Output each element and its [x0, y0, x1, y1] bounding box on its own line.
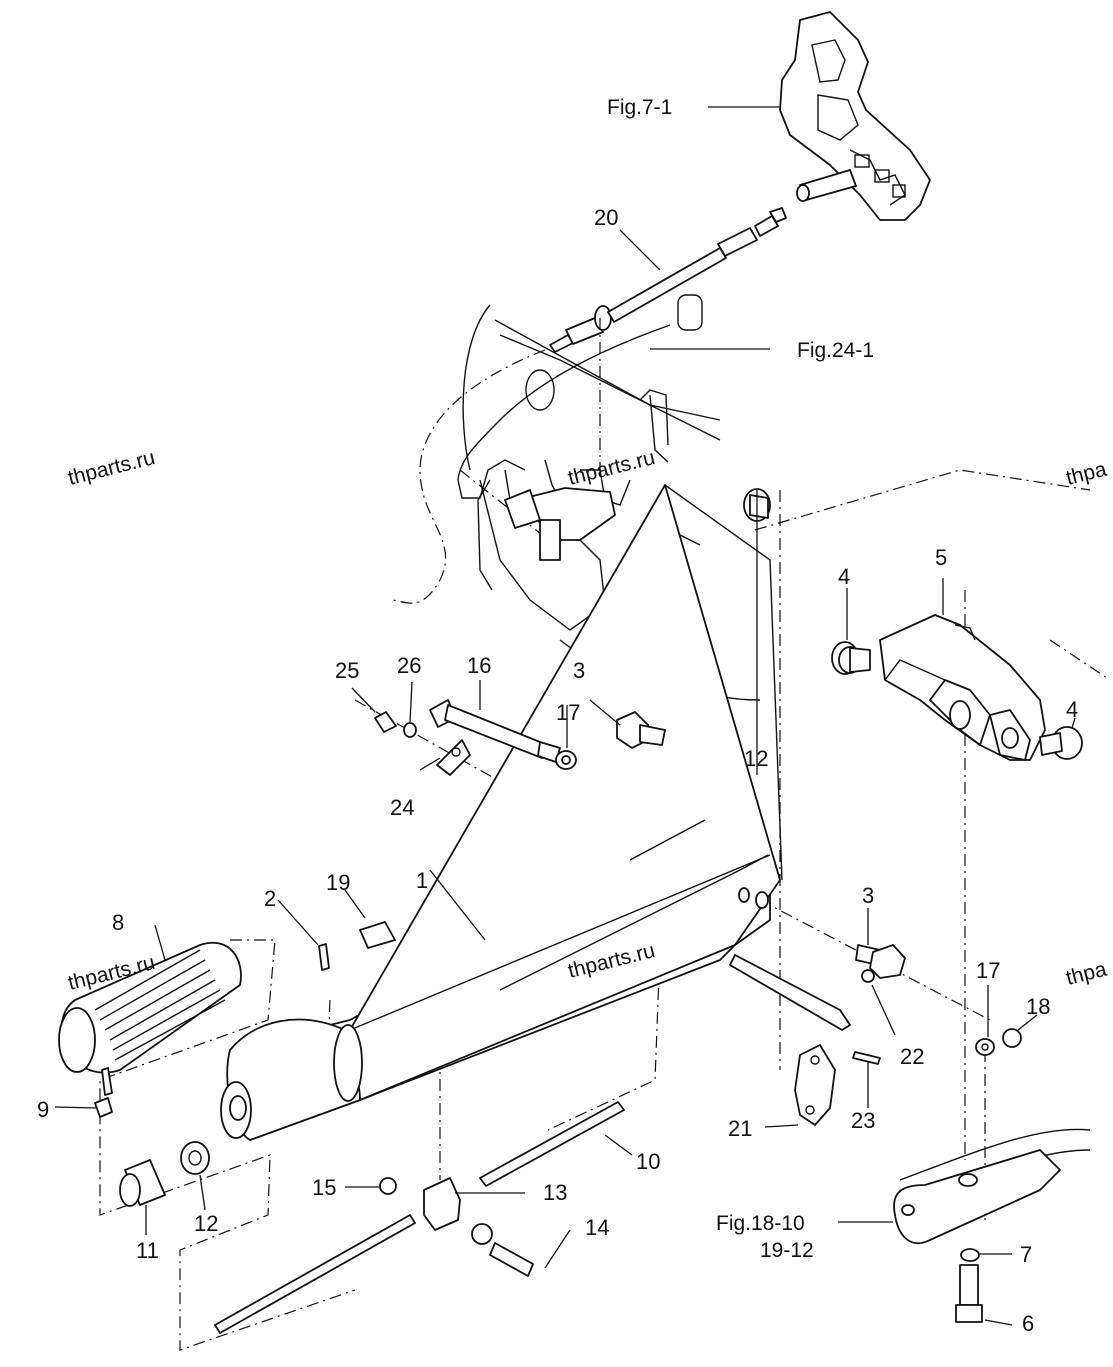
- callout: 4: [838, 564, 850, 589]
- callout: 11: [136, 1238, 159, 1263]
- callout: 17: [976, 958, 1000, 983]
- lower-arm: [893, 1128, 1091, 1245]
- callouts: 20 25 26 16 3 17 24 4 5 4 12 3 17 18 22 …: [37, 205, 1078, 1336]
- callout: 22: [900, 1044, 924, 1069]
- grip: [58, 942, 242, 1074]
- nut: [861, 969, 1022, 1048]
- bottom-bolt: [955, 1248, 983, 1323]
- leaders: [54, 106, 1076, 1326]
- swivel-bracket: [457, 294, 761, 701]
- callout: 16: [467, 653, 491, 678]
- callout: 3: [862, 883, 874, 908]
- shift-lever-assembly: [779, 11, 931, 221]
- figure-ref: Fig.24-1: [797, 339, 874, 362]
- callout: 20: [594, 205, 618, 230]
- long-bolt: [429, 699, 577, 770]
- watermark: thpa: [1064, 458, 1110, 490]
- watermark: thparts.ru: [566, 446, 658, 490]
- callout: 7: [1020, 1242, 1032, 1267]
- figure-ref: 19-12: [760, 1239, 814, 1262]
- callout: 10: [636, 1149, 660, 1174]
- callout: 3: [573, 658, 585, 683]
- callout: 5: [935, 545, 947, 570]
- shoulder-bolt: [616, 711, 906, 979]
- callout: 21: [728, 1116, 752, 1141]
- callout: 23: [851, 1108, 875, 1133]
- throttle-lever: [729, 954, 881, 1126]
- shift-cable: [549, 207, 787, 353]
- figure-ref: Fig.7-1: [607, 96, 672, 119]
- watermark: thparts.ru: [66, 446, 158, 490]
- collar: [119, 1141, 210, 1207]
- callout: 8: [112, 910, 124, 935]
- link-plate: [436, 739, 471, 776]
- callout: 1: [416, 868, 428, 893]
- callout: 19: [326, 870, 350, 895]
- callout: 25: [335, 658, 359, 683]
- small-parts: [94, 921, 396, 1118]
- callout: 14: [585, 1215, 609, 1240]
- bracket-part: [879, 614, 1046, 761]
- callout: 26: [397, 653, 421, 678]
- rod: [214, 1101, 625, 1334]
- callout: 12: [744, 746, 768, 771]
- washer: [975, 1038, 995, 1056]
- callout: 13: [543, 1180, 567, 1205]
- callout: 9: [37, 1097, 49, 1122]
- callout: 2: [264, 886, 276, 911]
- callout: 6: [1022, 1311, 1034, 1336]
- callout: 18: [1026, 994, 1050, 1019]
- tiller-handle: [220, 484, 783, 1141]
- callout: 4: [1066, 697, 1078, 722]
- figure-ref: Fig.18-10: [716, 1212, 805, 1235]
- callout: 12: [194, 1211, 218, 1236]
- callout: 24: [390, 795, 414, 820]
- small-bolt: [374, 711, 417, 738]
- watermark: thpa: [1064, 958, 1110, 990]
- figure-references: Fig.7-1 Fig.24-1 Fig.18-10 19-12: [607, 96, 874, 1262]
- bushing-parts: [831, 641, 1083, 760]
- clamp-block: [379, 1177, 534, 1277]
- callout: 17: [556, 700, 580, 725]
- callout: 15: [312, 1175, 336, 1200]
